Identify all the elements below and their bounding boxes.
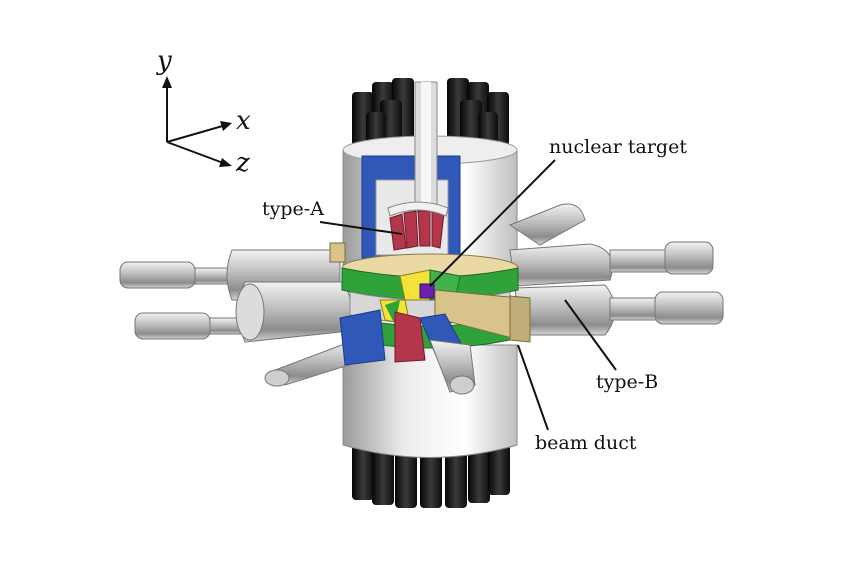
x-axis-label: x — [236, 106, 251, 136]
lower-pmt-array — [352, 440, 510, 508]
type-b-label: type-B — [596, 371, 659, 393]
upper-cylinder-housing — [342, 81, 518, 266]
y-axis-label: y — [157, 46, 172, 76]
nuclear-target-block — [419, 283, 435, 299]
front-lower-detectors — [264, 309, 476, 395]
type-b-pointer — [564, 299, 617, 371]
type-a-crystals — [387, 201, 449, 251]
right-detectors — [508, 203, 724, 336]
type-a-label: type-A — [262, 198, 324, 220]
z-axis-label: z — [236, 148, 250, 178]
beam-duct-pointer — [517, 344, 549, 431]
nuclear-target-label: nuclear target — [549, 136, 687, 158]
beam-duct-label: beam duct — [535, 432, 637, 454]
left-detectors — [119, 249, 361, 343]
coordinate-axes — [162, 76, 232, 167]
nuclear-target-pointer — [429, 159, 556, 287]
beam-duct-structure — [329, 242, 531, 343]
leader-lines — [319, 159, 617, 431]
type-a-pointer — [319, 221, 403, 235]
